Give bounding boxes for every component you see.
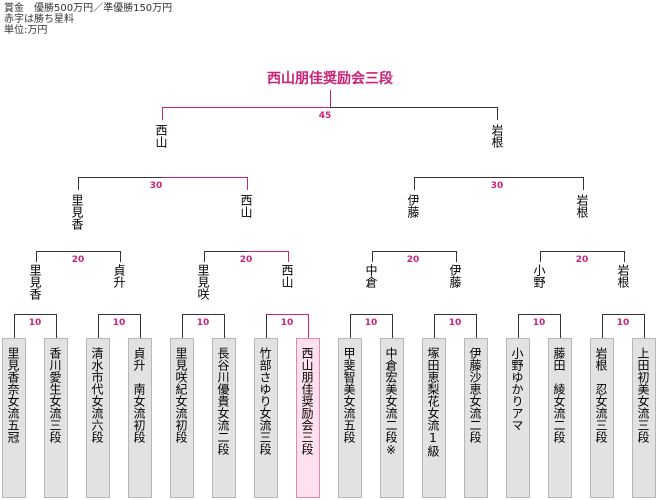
player-entry: 小野ゆかりアマ: [506, 338, 530, 498]
final-left-name: 西山: [154, 124, 168, 148]
player-name: 上田初美女流三段: [636, 347, 650, 443]
round1-prize: 10: [616, 318, 630, 328]
prize-notes: 賞金 優勝500万円／準優勝150万円 赤字は勝ち星料 単位:万円: [4, 3, 172, 36]
quarter-2-right-name: 西山: [280, 264, 294, 288]
player-name: 清水市代女流六段: [90, 347, 104, 443]
player-entry: 里見咲紀女流初段: [170, 338, 194, 498]
player-name: 香川愛生女流三段: [48, 347, 62, 443]
round1-prize: 10: [280, 318, 294, 328]
player-entry-champion: 西山朋佳奨励会三段: [296, 338, 320, 498]
player-name: 伊藤沙恵女流二段: [468, 347, 482, 443]
semi-1-left-name: 里見香: [70, 194, 84, 230]
quarter-4-right-name: 岩根: [616, 264, 630, 288]
player-entry: 上田初美女流三段: [632, 338, 656, 498]
semi-2-right-name: 岩根: [575, 194, 589, 218]
quarter-4-prize: 20: [575, 255, 589, 265]
quarter-3-right-name: 伊藤: [448, 264, 462, 288]
note-unit: 単位:万円: [4, 25, 48, 36]
round1-prize: 10: [364, 318, 378, 328]
player-name: 塚田恵梨花女流1級: [426, 347, 440, 457]
player-entry: 長谷川優貴女流二段: [212, 338, 236, 498]
round1-prize: 10: [112, 318, 126, 328]
semi-1-right-name: 西山: [239, 194, 253, 218]
player-name: 里見香奈女流五冠: [6, 347, 20, 443]
quarter-2-left-name: 里見咲: [196, 264, 210, 300]
final-right-name: 岩根: [490, 124, 504, 148]
round1-prize: 10: [28, 318, 42, 328]
player-entry: 岩根 忍女流三段: [590, 338, 614, 498]
quarter-3-left-name: 中倉: [364, 264, 378, 288]
player-entry: 塚田恵梨花女流1級: [422, 338, 446, 498]
round1-prize: 10: [196, 318, 210, 328]
player-entry: 竹部さゆり女流三段: [254, 338, 278, 498]
player-entry: 藤田 綾女流二段: [548, 338, 572, 498]
round1-prize: 10: [448, 318, 462, 328]
player-entry: 伊藤沙恵女流二段: [464, 338, 488, 498]
player-name: 西山朋佳奨励会三段: [300, 347, 314, 455]
quarter-1-prize: 20: [71, 255, 85, 265]
player-entry: 中倉宏美女流二段※: [380, 338, 404, 498]
player-entry: 香川愛生女流三段: [44, 338, 68, 498]
final-prize: 45: [318, 111, 332, 121]
player-name: 貞升 南女流初段: [132, 347, 146, 443]
semi-1-prize: 30: [149, 181, 163, 191]
player-name: 長谷川優貴女流二段: [216, 347, 230, 455]
quarter-4-left-name: 小野: [532, 264, 546, 288]
player-name: 岩根 忍女流三段: [594, 347, 608, 443]
player-name: 里見咲紀女流初段: [174, 347, 188, 443]
player-entry: 清水市代女流六段: [86, 338, 110, 498]
player-name: 小野ゆかりアマ: [510, 347, 524, 431]
player-entry: 里見香奈女流五冠: [2, 338, 26, 498]
player-name: 甲斐智美女流五段: [342, 347, 356, 443]
player-entry: 貞升 南女流初段: [128, 338, 152, 498]
semi-2-left-name: 伊藤: [406, 194, 420, 218]
quarter-3-prize: 20: [406, 255, 420, 265]
player-entry: 甲斐智美女流五段: [338, 338, 362, 498]
note-legend: 赤字は勝ち星料: [4, 14, 74, 25]
quarter-2-prize: 20: [239, 255, 253, 265]
player-name: 竹部さゆり女流三段: [258, 347, 272, 455]
round1-prize: 10: [532, 318, 546, 328]
player-name: 中倉宏美女流二段※: [384, 347, 398, 457]
champion-title: 西山朋佳奨励会三段: [267, 71, 393, 87]
player-name: 藤田 綾女流二段: [552, 347, 566, 443]
note-prize: 賞金 優勝500万円／準優勝150万円: [4, 3, 173, 14]
quarter-1-left-name: 里見香: [28, 264, 42, 300]
semi-2-prize: 30: [490, 181, 504, 191]
quarter-1-right-name: 貞升: [112, 264, 126, 288]
